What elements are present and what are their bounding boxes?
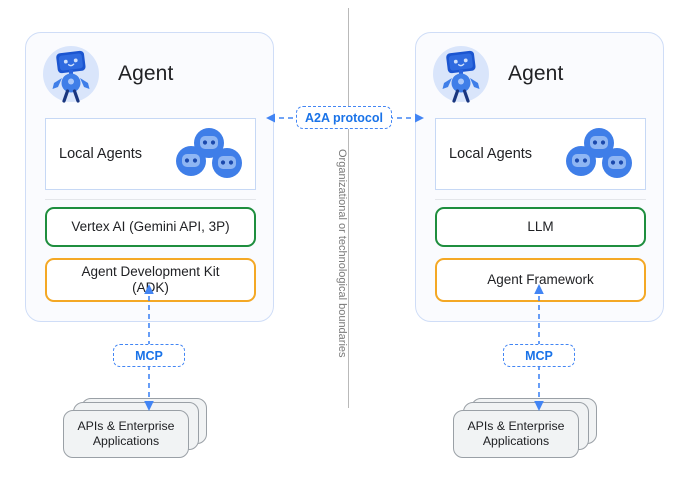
backend-card-stack-left[interactable]: APIs & Enterprise Applications: [63, 398, 207, 460]
robot-avatar-icon: [432, 45, 490, 103]
mcp-uplink-arrow-right: [531, 284, 547, 346]
backend-line-1-left: APIs & Enterprise: [77, 419, 175, 434]
mcp-uplink-arrow-left: [141, 284, 157, 346]
agent-bubble-icon: [176, 146, 206, 176]
agent-bubble-icon-group-left: [169, 123, 247, 185]
panel-title-right: Agent: [508, 62, 564, 85]
agent-panel-right[interactable]: Agent Local Agents: [415, 32, 664, 322]
agent-bubble-icon: [212, 148, 242, 178]
local-agents-box-left[interactable]: Local Agents: [45, 118, 256, 190]
backend-line-2-right: Applications: [482, 434, 550, 448]
agent-bubble-icon: [602, 148, 632, 178]
boundary-divider-line: [348, 8, 350, 408]
mcp-badge-right[interactable]: MCP: [503, 344, 575, 367]
mcp-downlink-arrow-right: [531, 365, 547, 411]
backend-card-layer-1[interactable]: APIs & Enterprise Applications: [63, 410, 189, 458]
panel-header-right: Agent: [416, 39, 663, 109]
boundary-label: Organizational or technological boundari…: [336, 149, 348, 358]
mcp-badge-left[interactable]: MCP: [113, 344, 185, 367]
agent-panel-left[interactable]: Agent Local Agents: [25, 32, 274, 322]
robot-avatar-icon: [42, 45, 100, 103]
agent-bubble-icon-group-right: [559, 123, 637, 185]
backend-line-2-left: Applications: [92, 434, 160, 448]
panel-divider-right: [435, 199, 646, 200]
panel-title-left: Agent: [118, 62, 174, 85]
framework-line-1-left: Agent Development Kit: [81, 264, 220, 280]
mcp-downlink-arrow-left: [141, 365, 157, 411]
panel-divider-left: [45, 199, 256, 200]
backend-card-stack-right[interactable]: APIs & Enterprise Applications: [453, 398, 597, 460]
agent-bubble-icon: [566, 146, 596, 176]
framework-box-left[interactable]: Agent Development Kit (ADK): [45, 258, 256, 302]
backend-line-1-right: APIs & Enterprise: [467, 419, 565, 434]
framework-box-right[interactable]: Agent Framework: [435, 258, 646, 302]
local-agents-label-right: Local Agents: [449, 146, 533, 162]
panel-header-left: Agent: [26, 39, 273, 109]
backend-card-layer-1[interactable]: APIs & Enterprise Applications: [453, 410, 579, 458]
local-agents-label-left: Local Agents: [59, 146, 143, 162]
model-box-left[interactable]: Vertex AI (Gemini API, 3P): [45, 207, 256, 247]
a2a-arrow-right: [388, 111, 424, 125]
a2a-protocol-badge[interactable]: A2A protocol: [296, 106, 392, 129]
model-box-right[interactable]: LLM: [435, 207, 646, 247]
local-agents-box-right[interactable]: Local Agents: [435, 118, 646, 190]
